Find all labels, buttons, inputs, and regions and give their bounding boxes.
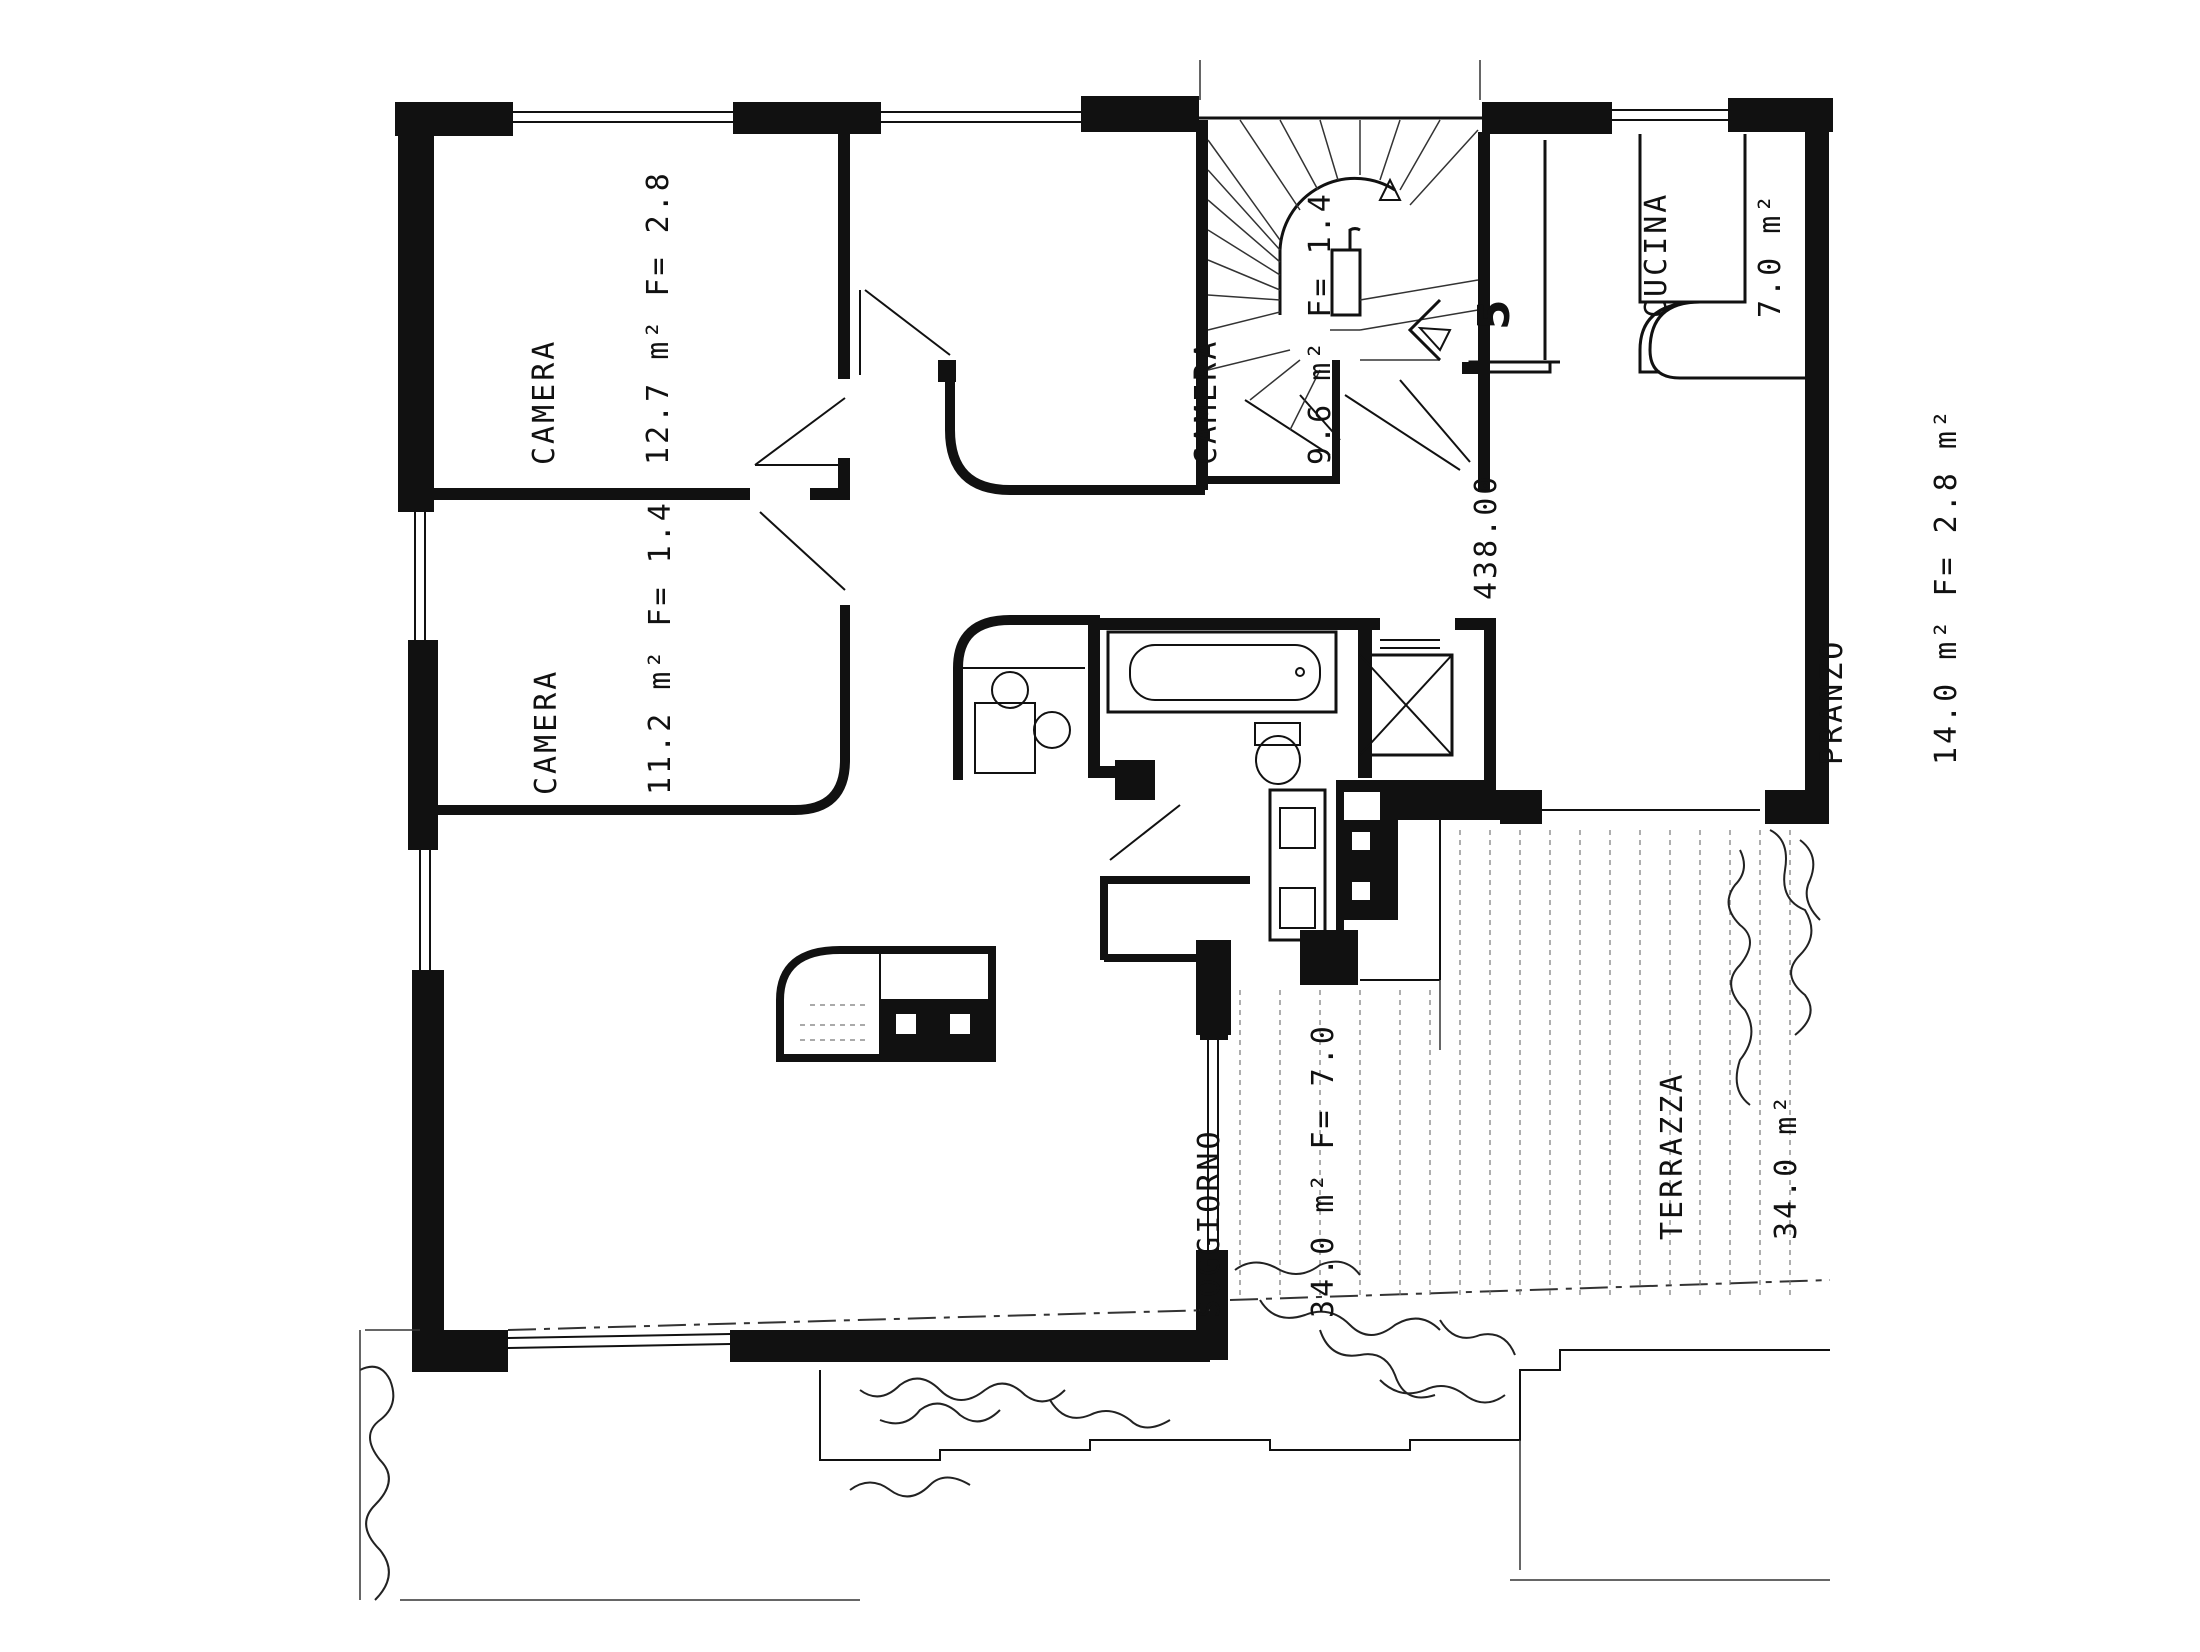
stairs	[1207, 119, 1479, 431]
stair-number: 5	[1400, 299, 1552, 330]
room-name: CAMERA	[529, 668, 564, 795]
garden-edge	[359, 60, 1830, 1601]
room-name: SOGGIORNO	[1192, 1128, 1227, 1318]
label-camera-1: CAMERA 12.7 m² F= 2.8	[450, 170, 716, 465]
fixtures	[958, 360, 1552, 942]
room-name: PRANZO	[1815, 638, 1850, 765]
level-elevation: 438.00	[1392, 474, 1544, 600]
room-name: CAMERA	[1189, 338, 1224, 465]
wall-top-2	[733, 102, 881, 134]
wall-left-3	[412, 970, 444, 1370]
wall-left-2	[408, 640, 438, 850]
wall-bottom-2	[730, 1330, 1210, 1362]
wall-soggiorno-right-2	[1196, 1250, 1228, 1360]
wall-bottom-1	[412, 1330, 508, 1372]
label-camera-2: CAMERA 9.6 m² F= 1.4	[1112, 191, 1378, 465]
wall-top-4	[1482, 102, 1612, 134]
label-cucina: CUCINA 7.0 m²	[1562, 192, 1828, 318]
room-name: CAMERA	[527, 338, 562, 465]
elevation-value: 438.00	[1469, 473, 1504, 600]
wall-right-2	[1765, 790, 1829, 824]
stair-number-value: 5	[1469, 299, 1520, 330]
label-soggiorno: SOGGIORNO 34.0 m² F= 7.0	[1115, 1023, 1381, 1318]
doors	[754, 289, 1471, 861]
room-area: 12.7 m² F= 2.8	[641, 170, 676, 465]
room-area: 34.0 m² F= 7.0	[1306, 1023, 1341, 1318]
wall-top-3	[1081, 96, 1199, 132]
room-name: CUCINA	[1639, 191, 1674, 318]
interior-walls	[430, 120, 1805, 1062]
wall-right-1	[1805, 98, 1829, 818]
outer-walls	[395, 96, 1833, 1372]
room-area: 11.2 m² F= 1.4	[643, 500, 678, 795]
room-name: TERRAZZA	[1655, 1071, 1690, 1241]
terrace	[365, 809, 1831, 1331]
label-terrazza: TERRAZZA 34.0 m²	[1578, 1072, 1844, 1241]
wall-left-1	[398, 102, 434, 512]
room-area: 14.0 m² F= 2.8 m²	[1929, 406, 1964, 765]
label-camera-3: CAMERA 11.2 m² F= 1.4	[452, 500, 718, 795]
label-pranzo: PRANZO 14.0 m² F= 2.8 m²	[1738, 407, 2004, 765]
room-area: 7.0 m²	[1753, 191, 1788, 318]
room-area: 9.6 m² F= 1.4	[1303, 191, 1338, 465]
room-area: 34.0 m²	[1769, 1092, 1804, 1240]
